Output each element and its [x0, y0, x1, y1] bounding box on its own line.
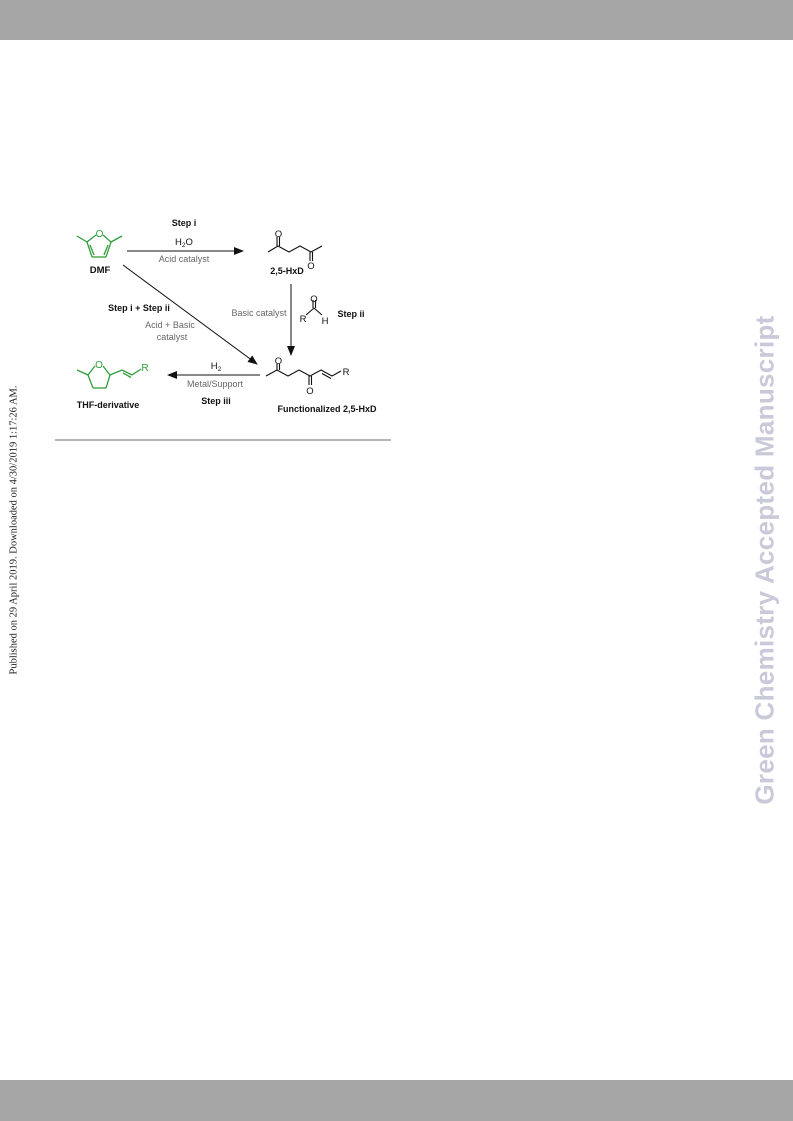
thf-label: THF-derivative [77, 400, 140, 410]
functionalized-hxd-structure [265, 364, 342, 385]
thf-structure [76, 365, 142, 389]
bottom-banner [0, 1080, 793, 1121]
hxd-oxygen-2: O [307, 261, 314, 272]
top-banner [0, 0, 793, 40]
dmf-label: DMF [90, 265, 111, 276]
section-rule [55, 439, 391, 441]
aldehyde-r: R [300, 314, 307, 325]
step-ii-label: Step ii [337, 309, 364, 319]
func-oxygen-2: O [306, 386, 313, 397]
func-r: R [343, 367, 350, 378]
func-oxygen-1: O [275, 356, 282, 367]
step-i-ii-label: Step i + Step ii [108, 303, 170, 313]
thf-oxygen: O [95, 360, 103, 371]
step-i-label: Step i [172, 218, 197, 228]
hxd-label: 2,5-HxD [270, 266, 304, 276]
dmf-structure [76, 234, 123, 258]
hxd-structure [267, 237, 323, 261]
step-i-ii-catalyst-1: Acid + Basic [145, 320, 195, 330]
hxd-oxygen-1: O [275, 229, 282, 240]
step-iii-catalyst: Metal/Support [187, 379, 244, 389]
step-ii-catalyst: Basic catalyst [231, 308, 287, 318]
step-iii-reagent: H2 [211, 361, 222, 373]
aldehyde-oxygen: O [310, 294, 317, 305]
step-i-ii-catalyst-2: catalyst [157, 332, 188, 342]
dmf-oxygen: O [96, 229, 104, 240]
step-i-ii-arrow [122, 264, 258, 365]
step-iii-label: Step iii [201, 396, 231, 406]
step-i-catalyst: Acid catalyst [159, 254, 210, 264]
aldehyde-h: H [322, 316, 329, 327]
aldehyde-structure [305, 300, 323, 316]
thf-r: R [141, 363, 148, 374]
step-i-reagent: H2O [175, 237, 193, 249]
functionalized-label: Functionalized 2,5-HxD [277, 404, 377, 414]
